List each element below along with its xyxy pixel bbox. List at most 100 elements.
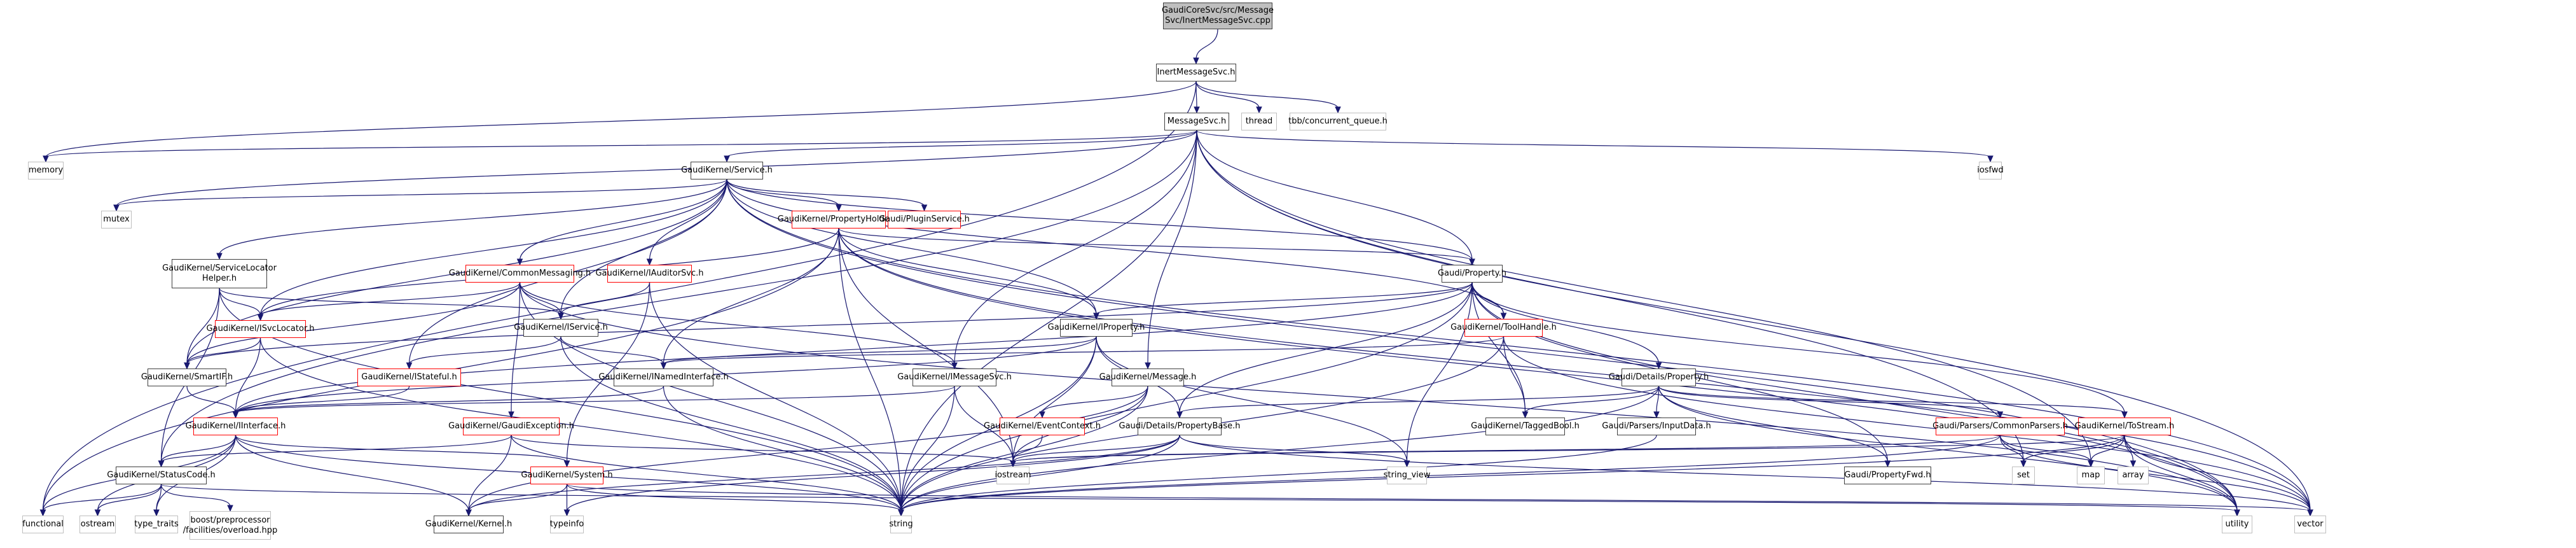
node-imsgsvc[interactable]: GaudiKernel/IMessageSvc.h	[897, 369, 1012, 386]
edge-iinterface-to-kernel	[235, 435, 469, 512]
edge-iproperty-to-string	[900, 336, 1097, 512]
arrowhead-icon	[113, 204, 120, 212]
edge-statuscode-to-utility	[160, 484, 2238, 512]
edge-tostream-to-vector	[2124, 435, 2311, 512]
node-plugin[interactable]: Gaudi/PluginService.h	[879, 211, 970, 228]
edge-msgsvc-to-set	[1196, 130, 2024, 463]
node-iproperty[interactable]: GaudiKernel/IProperty.h	[1048, 319, 1145, 337]
edge-toolhandle-to-taggedbool	[1503, 336, 1526, 414]
node-iostream: iostream	[995, 467, 1031, 484]
edge-iservice-to-string	[560, 336, 902, 512]
arrowhead-icon	[1997, 411, 2004, 419]
edge-iproperty-to-string_view	[1096, 336, 1408, 463]
edge-inamed-to-iinterface	[235, 386, 665, 414]
edge-service-to-slh	[219, 179, 727, 255]
edge-iauditor-to-system	[566, 282, 651, 463]
edge-propholder-to-property	[838, 228, 1473, 261]
node-propholder[interactable]: GaudiKernel/PropertyHolder.h	[778, 211, 900, 228]
node-functional: functional	[22, 516, 64, 533]
edge-slh-to-isvcloc	[219, 288, 261, 316]
edge-property-to-string	[900, 282, 1473, 512]
edge-detprop-to-commonparsers	[1658, 386, 2001, 414]
arrowhead-icon	[836, 204, 842, 212]
node-tostream[interactable]: GaudiKernel/ToStream.h	[2075, 418, 2174, 435]
arrowhead-icon	[465, 509, 472, 517]
node-root: GaudiCoreSvc/src/Message Svc/InertMessag…	[1162, 3, 1274, 29]
arrowhead-icon	[660, 362, 667, 370]
arrowhead-icon	[227, 505, 233, 512]
edge-inamed-to-string	[663, 386, 902, 512]
arrowhead-icon	[2121, 411, 2128, 419]
arrowhead-icon	[898, 509, 904, 517]
edge-propholder-to-string	[838, 228, 902, 512]
node-propbase[interactable]: Gaudi/Details/PropertyBase.h	[1119, 418, 1241, 435]
arrowhead-icon	[43, 155, 49, 163]
node-string: string	[889, 516, 913, 533]
node-iinterface[interactable]: GaudiKernel/IInterface.h	[186, 418, 286, 435]
edge-propholder-to-iproperty	[838, 228, 1097, 315]
edge-iauditor-to-string	[649, 282, 902, 512]
node-toolhandle[interactable]: GaudiKernel/ToolHandle.h	[1450, 319, 1557, 337]
edge-root-to-inert	[1195, 29, 1218, 60]
node-map: map	[2077, 467, 2105, 484]
arrowhead-icon	[1469, 258, 1475, 266]
node-iservice[interactable]: GaudiKernel/IService.h	[514, 319, 608, 337]
edge-service-to-vector	[726, 179, 2311, 512]
node-commonparsers[interactable]: Gaudi/Parsers/CommonParsers.h	[1932, 418, 2068, 435]
node-system[interactable]: GaudiKernel/System.h	[521, 467, 613, 484]
arrowhead-icon	[1653, 411, 1660, 419]
edge-detprop-to-string	[900, 386, 1660, 512]
edge-inert-to-tbbq	[1195, 81, 1339, 109]
arrowhead-icon	[1193, 57, 1199, 65]
edge-istateful-to-iinterface	[235, 386, 410, 414]
edge-detprop-to-propbase	[1179, 386, 1660, 414]
node-statuscode[interactable]: GaudiKernel/StatusCode.h	[107, 467, 216, 484]
edge-detprop-to-tostream	[1658, 386, 2125, 414]
node-isvcloc[interactable]: GaudiKernel/ISvcLocator.h	[207, 320, 314, 338]
edge-message-to-evctx	[1042, 386, 1148, 414]
edge-property-to-iinterface	[235, 282, 1473, 414]
edge-toolhandle-to-inamed	[663, 336, 1505, 365]
node-inamed[interactable]: GaudiKernel/INamedInterface.h	[598, 369, 729, 386]
node-gexc[interactable]: GaudiKernel/GaudiException.h	[448, 418, 574, 435]
node-istateful[interactable]: GaudiKernel/IStateful.h	[357, 369, 461, 386]
edge-statuscode-to-type_traits	[156, 484, 162, 512]
node-kernel[interactable]: GaudiKernel/Kernel.h	[425, 516, 512, 533]
node-slh[interactable]: GaudiKernel/ServiceLocator Helper.h	[162, 259, 277, 288]
arrowhead-icon	[724, 155, 730, 163]
node-inputdata[interactable]: Gaudi/Parsers/InputData.h	[1602, 418, 1711, 435]
node-evctx[interactable]: GaudiKernel/EventContext.h	[984, 418, 1101, 435]
edge-iproperty-to-inamed	[663, 336, 1097, 365]
node-service[interactable]: GaudiKernel/Service.h	[681, 162, 773, 179]
node-typeinfo: typeinfo	[550, 516, 584, 533]
edge-tostream-to-set	[2023, 435, 2125, 463]
node-iauditor[interactable]: GaudiKernel/IAuditorSvc.h	[595, 265, 704, 283]
arrowhead-icon	[153, 509, 160, 517]
arrowhead-icon	[184, 362, 190, 370]
node-iosfwd: iosfwd	[1977, 162, 2004, 179]
edge-property-to-detprop	[1471, 282, 1660, 365]
node-property[interactable]: Gaudi/Property.h	[1438, 265, 1506, 283]
node-msgsvc[interactable]: MessageSvc.h	[1164, 113, 1229, 130]
edge-msgsvc-to-mutex	[116, 130, 1197, 207]
edge-system-to-vector	[566, 484, 2311, 512]
arrowhead-icon	[406, 362, 413, 370]
edge-inert-to-thread	[1195, 81, 1260, 109]
node-detprop[interactable]: Gaudi/Details/Property.h	[1609, 369, 1709, 386]
node-propfwd[interactable]: Gaudi/PropertyFwd.h	[1844, 467, 1931, 484]
edge-commsg-to-isvcloc	[259, 282, 521, 316]
node-smartif[interactable]: GaudiKernel/SmartIF.h	[141, 369, 233, 386]
node-taggedbool[interactable]: GaudiKernel/TaggedBool.h	[1471, 418, 1580, 435]
node-commsg[interactable]: GaudiKernel/CommonMessaging.h	[449, 265, 591, 283]
node-utility: utility	[2222, 516, 2252, 533]
node-message[interactable]: GaudiKernel/Message.h	[1099, 369, 1196, 386]
node-inert[interactable]: InertMessageSvc.h	[1156, 64, 1236, 81]
edge-commsg-to-smartif	[186, 282, 521, 365]
node-tbbq: tbb/concurrent_queue.h	[1288, 113, 1388, 130]
edge-iinterface-to-system	[235, 435, 568, 463]
edge-service-to-commsg	[519, 179, 727, 261]
edge-detprop-to-taggedbool	[1524, 386, 1660, 414]
edge-tostream-to-iostream	[1012, 435, 2125, 463]
edge-msgsvc-to-statuscode	[160, 130, 1197, 463]
arrowhead-icon	[232, 411, 239, 419]
